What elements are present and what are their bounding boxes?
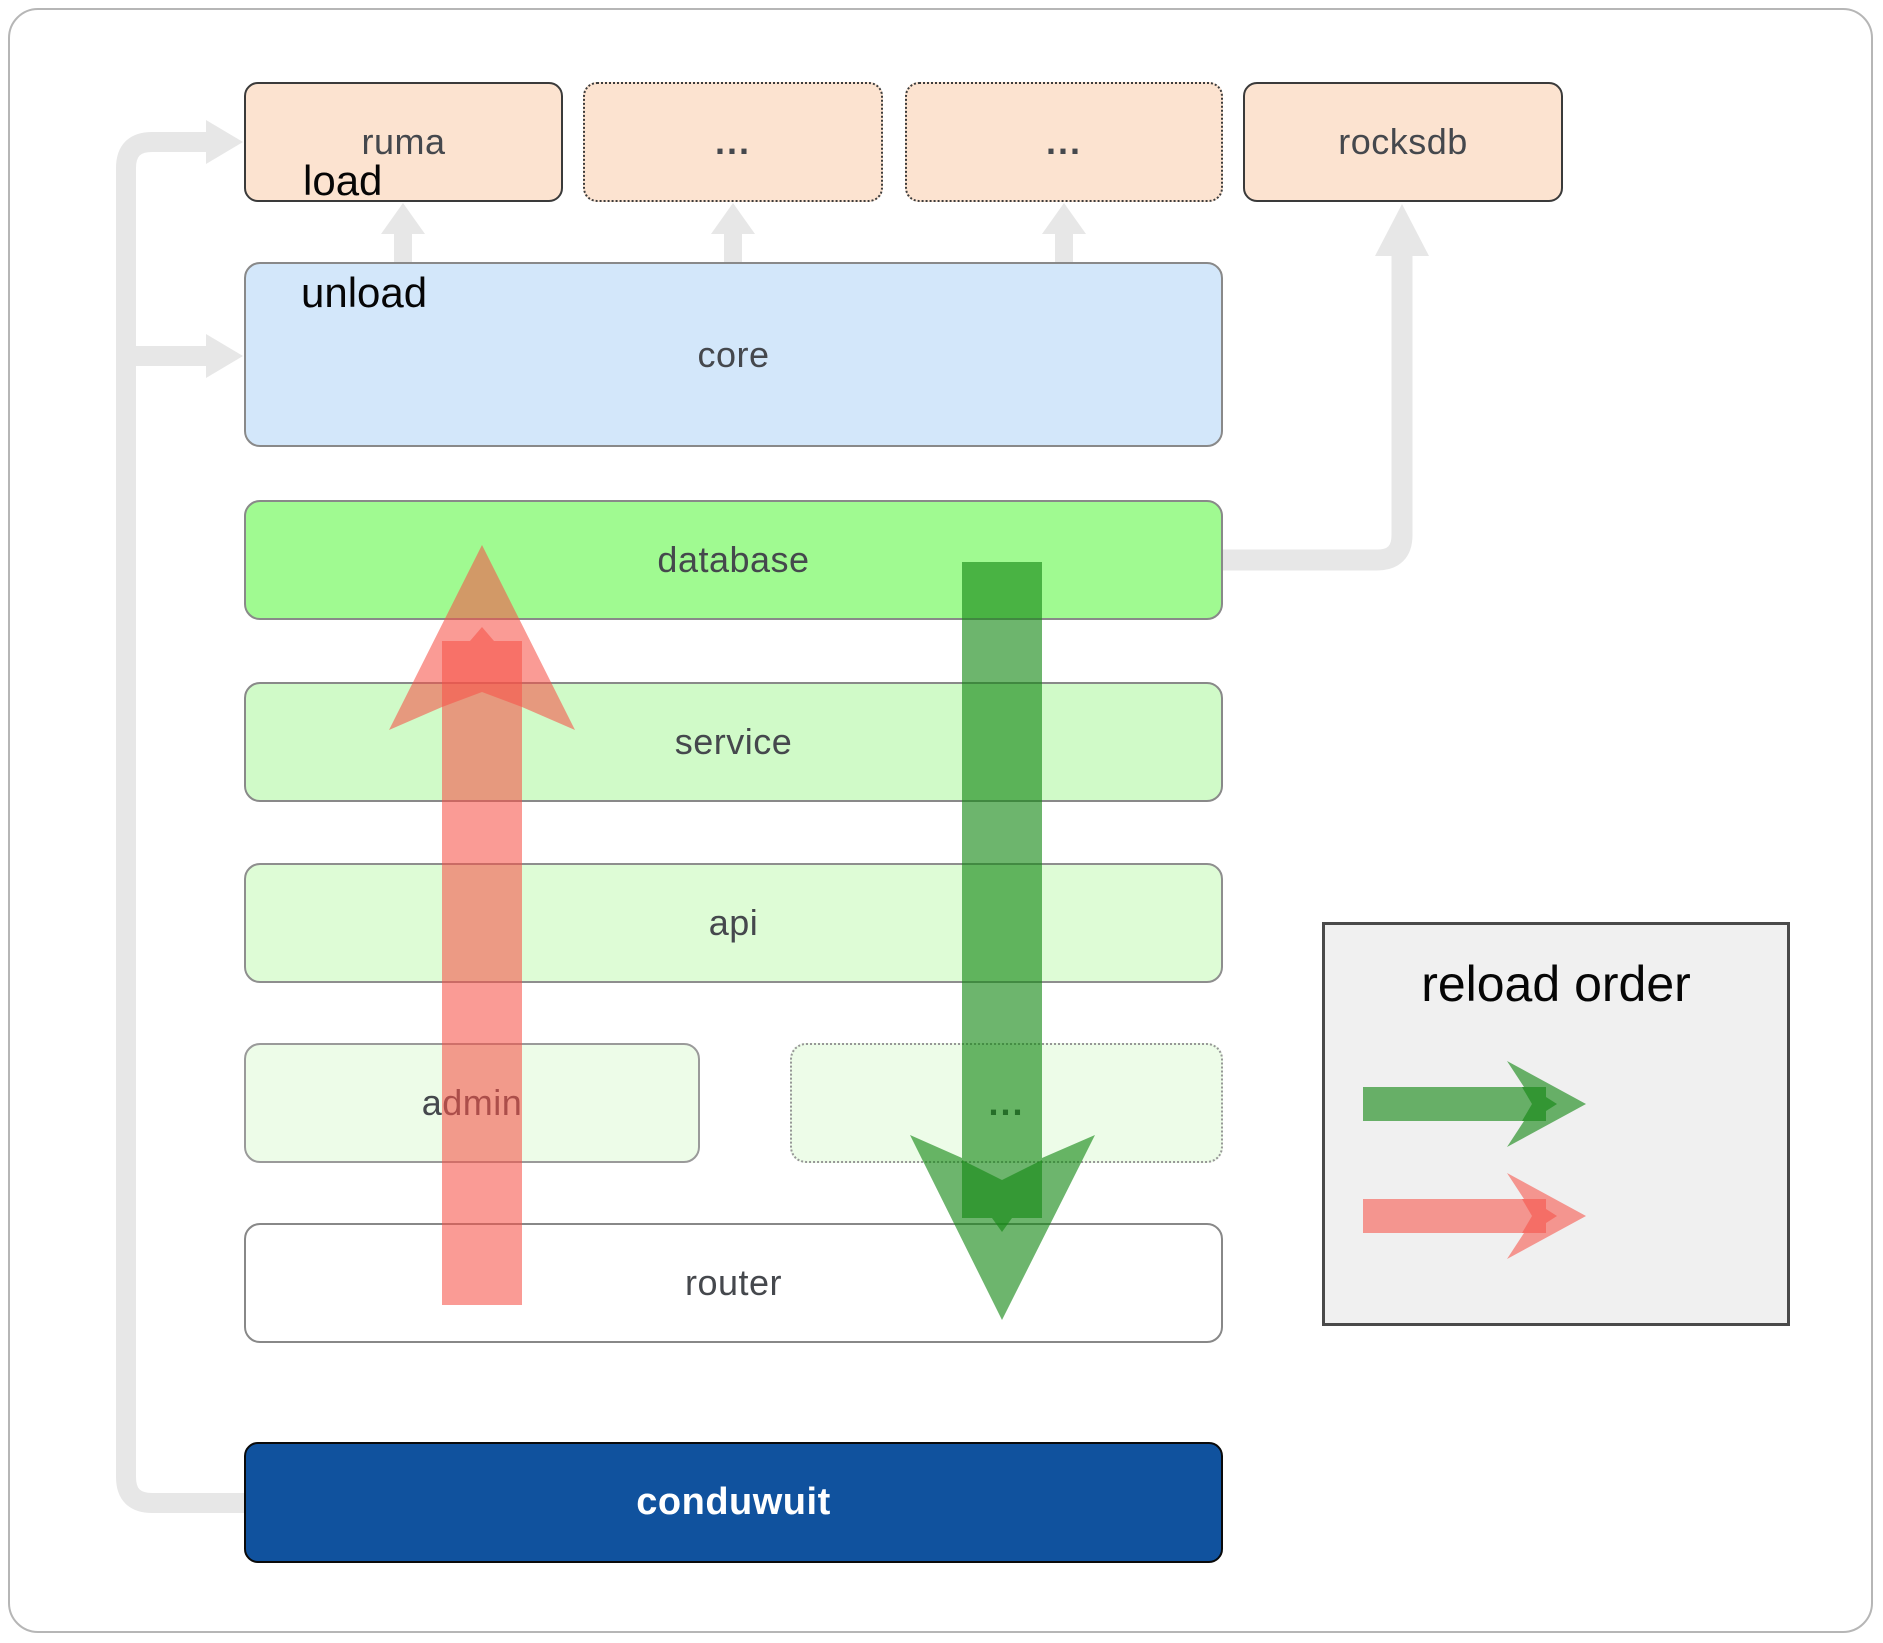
- node-api: api: [244, 863, 1223, 983]
- node-ellipsis-top-2: ...: [905, 82, 1223, 202]
- node-service-label: service: [674, 721, 793, 762]
- node-conduwuit-label: conduwuit: [636, 1481, 831, 1523]
- legend-title: reload order: [1421, 956, 1691, 1012]
- node-rocksdb: rocksdb: [1243, 82, 1563, 202]
- legend-unload-label: unload: [301, 269, 428, 316]
- legend-box: reload order: [1322, 922, 1790, 1326]
- node-service: service: [244, 682, 1223, 802]
- node-conduwuit: conduwuit: [244, 1442, 1223, 1563]
- node-ellipsis-admin-label: ...: [988, 1082, 1025, 1123]
- legend-load-label: load: [303, 157, 383, 204]
- node-ellipsis-top-1: ...: [583, 82, 883, 202]
- node-ruma-label: ruma: [361, 121, 446, 162]
- node-router: router: [244, 1223, 1223, 1343]
- node-admin-label: admin: [421, 1082, 523, 1123]
- node-api-label: api: [708, 902, 759, 943]
- diagram-frame: [8, 8, 1873, 1633]
- node-database: database: [244, 500, 1223, 620]
- node-admin: admin: [244, 1043, 700, 1163]
- node-ellipsis-top-2-label: ...: [1045, 121, 1082, 162]
- node-database-label: database: [657, 539, 810, 580]
- node-ellipsis-admin: ...: [790, 1043, 1223, 1163]
- node-rocksdb-label: rocksdb: [1338, 121, 1468, 162]
- node-ellipsis-top-1-label: ...: [714, 121, 751, 162]
- node-core-label: core: [697, 333, 770, 375]
- node-router-label: router: [684, 1262, 783, 1303]
- node-ruma: ruma: [244, 82, 563, 202]
